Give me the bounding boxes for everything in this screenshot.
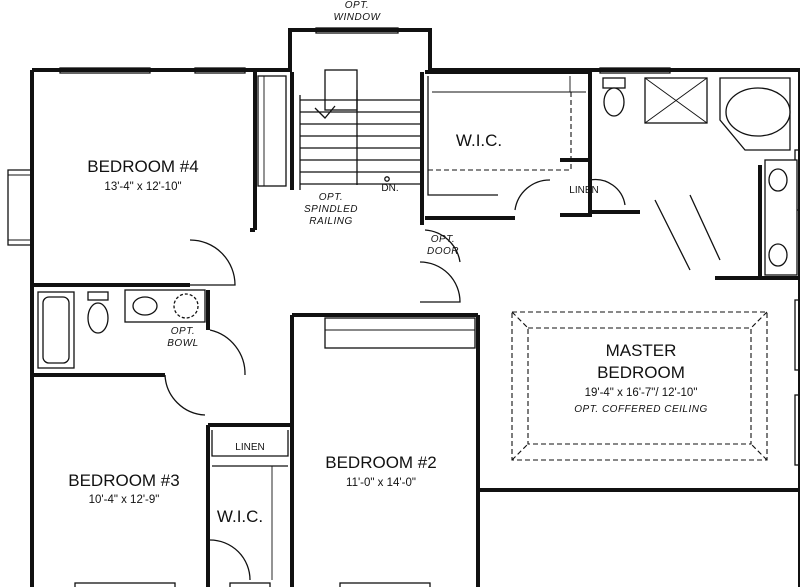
coffered-ceiling	[425, 92, 768, 461]
bedroom3-name: BEDROOM #3	[68, 471, 179, 490]
bedroom4-name: BEDROOM #4	[87, 157, 198, 176]
toilet	[87, 302, 109, 334]
wic-top-name: W.I.C.	[456, 131, 502, 150]
top-window	[315, 27, 399, 34]
doors	[164, 178, 721, 581]
opt-bowl-line1: OPT.	[171, 326, 195, 337]
opt-door-line2: DOOR	[427, 246, 459, 257]
master-name-line2: BEDROOM	[597, 363, 685, 382]
wic-bottom-name: W.I.C.	[217, 507, 263, 526]
staircase	[299, 69, 420, 190]
opt-window-line2: WINDOW	[334, 12, 382, 23]
master-toilet	[603, 87, 625, 117]
master-name-line1: MASTER	[606, 341, 677, 360]
bedroom2-name: BEDROOM #2	[325, 453, 436, 472]
master-dims: 19'-4" x 16'-7"/ 12'-10"	[585, 387, 698, 399]
linen-bottom: LINEN	[235, 442, 264, 453]
opt-bowl-line2: BOWL	[167, 338, 198, 349]
bedroom4-dims: 13'-4" x 12'-10"	[104, 181, 181, 193]
fixtures	[37, 77, 798, 369]
bedroom4-window	[59, 67, 151, 74]
closets	[211, 75, 586, 580]
walls	[30, 28, 800, 587]
bay-window	[7, 169, 32, 246]
stair-dn: DN.	[381, 183, 398, 194]
opt-door-line1: OPT.	[431, 234, 455, 245]
linen-top: LINEN	[569, 185, 598, 196]
opt-railing-line2: SPINDLED	[304, 204, 358, 215]
bedroom3-dims: 10'-4" x 12'-9"	[89, 494, 160, 506]
master-note: OPT. COFFERED CEILING	[574, 404, 707, 415]
sink	[132, 296, 158, 316]
opt-railing-line1: OPT.	[319, 192, 343, 203]
bedroom2-dims: 11'-0" x 14'-0"	[346, 477, 416, 489]
opt-railing-line3: RAILING	[309, 216, 353, 227]
opt-window-line1: OPT.	[345, 0, 369, 11]
